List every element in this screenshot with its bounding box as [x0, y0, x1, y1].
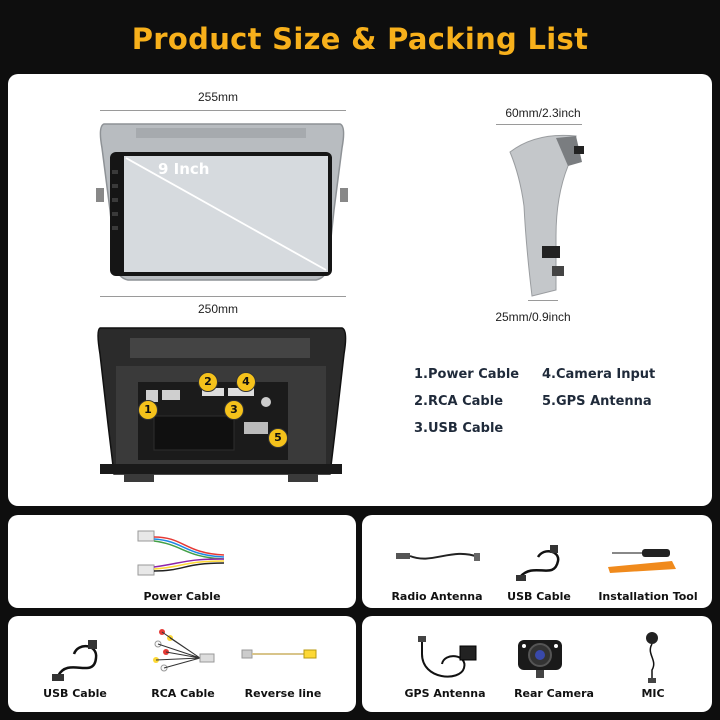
- port-badge-5: 5: [268, 428, 288, 448]
- rca-cable-icon: [153, 629, 215, 672]
- port-badge-4: 4: [236, 372, 256, 392]
- packing-card-accessories: Radio Antenna USB Cable Installation Too…: [362, 515, 712, 608]
- head-unit-back: [97, 327, 347, 482]
- item-label-mic: MIC: [641, 687, 665, 700]
- side-bracket: [509, 134, 584, 297]
- item-label-installation-tool: Installation Tool: [598, 590, 698, 603]
- port-badge-2: 2: [198, 372, 218, 392]
- gps-antenna-icon: [418, 636, 477, 678]
- top-width-label: 255mm: [197, 90, 238, 104]
- packing-card-cables: USB Cable RCA Cable Reverse line: [8, 616, 356, 712]
- port-badge-1: 1: [138, 400, 158, 420]
- packing-card-peripherals: GPS Antenna Rear Camera MIC: [362, 616, 712, 712]
- legend-power-cable: 1.Power Cable: [414, 367, 520, 382]
- bracket-bottom-line: [528, 300, 558, 301]
- legend-camera-input: 4.Camera Input: [542, 367, 656, 382]
- bracket-bottom-label: 25mm/0.9inch: [495, 310, 571, 324]
- page-title: Product Size & Packing List: [131, 22, 589, 56]
- head-unit-front: [96, 123, 348, 281]
- installation-tool-icon: [608, 549, 676, 573]
- item-label-gps-antenna: GPS Antenna: [404, 687, 486, 700]
- top-width-line: [100, 110, 346, 111]
- item-label-usb-cable-2: USB Cable: [43, 687, 107, 700]
- screen-width-line: [100, 296, 346, 297]
- item-label-rear-camera: Rear Camera: [514, 687, 594, 700]
- item-label-rca-cable: RCA Cable: [151, 687, 215, 700]
- item-label-power-cable: Power Cable: [143, 590, 221, 603]
- packing-card-power: Power Cable: [8, 515, 356, 608]
- radio-antenna-icon: [396, 552, 480, 561]
- screen-width-label: 250mm: [197, 302, 238, 316]
- item-label-reverse-line: Reverse line: [244, 687, 322, 700]
- legend-rca-cable: 2.RCA Cable: [414, 394, 504, 409]
- reverse-line-icon: [241, 649, 317, 659]
- legend-usb-cable: 3.USB Cable: [414, 421, 504, 436]
- screen-diagonal-label: 9 Inch: [158, 160, 210, 178]
- bracket-top-label: 60mm/2.3inch: [505, 106, 581, 120]
- bracket-top-line: [496, 124, 582, 125]
- item-label-usb-cable-1: USB Cable: [507, 590, 571, 603]
- item-label-radio-antenna: Radio Antenna: [391, 590, 483, 603]
- product-size-panel: 255mm 9 Inch 250mm 1 2 3 4 5 60mm/2.3inc…: [8, 74, 712, 506]
- rear-camera-icon: [518, 640, 562, 678]
- usb-cable-icon: [52, 640, 98, 681]
- mic-icon: [646, 632, 658, 683]
- power-cable-icon: [137, 530, 225, 576]
- usb-cable-icon: [516, 545, 560, 581]
- port-badge-3: 3: [224, 400, 244, 420]
- legend-gps-antenna: 5.GPS Antenna: [542, 394, 652, 409]
